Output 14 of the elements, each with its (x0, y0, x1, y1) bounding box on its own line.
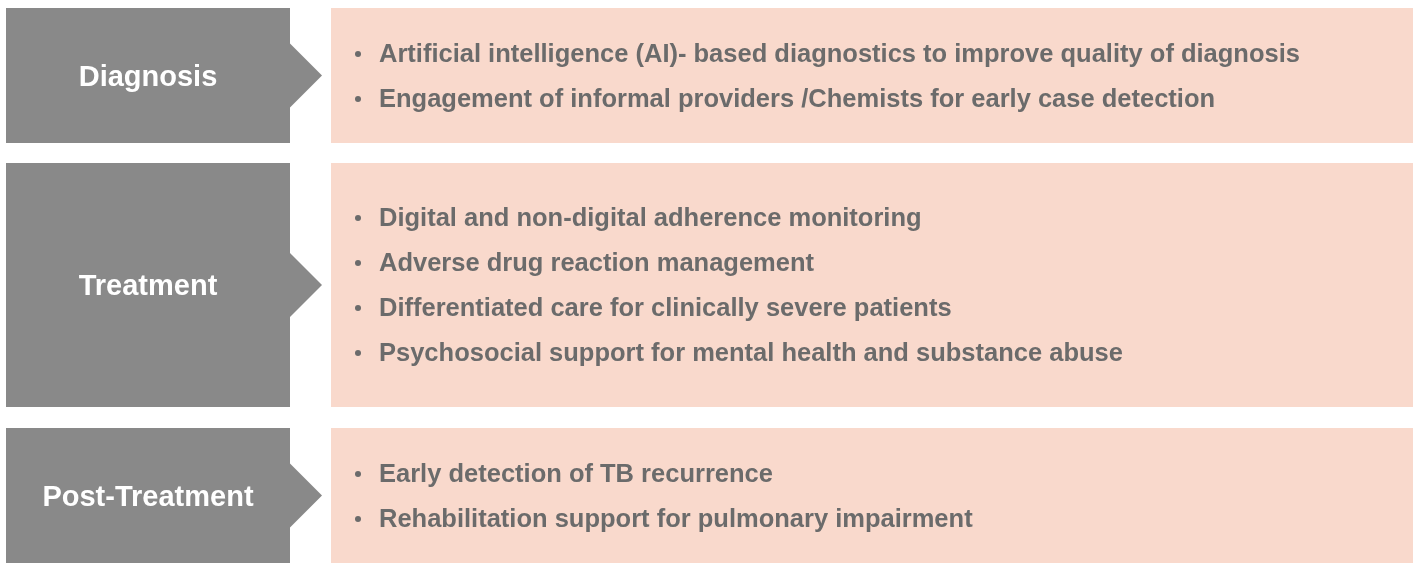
bullet-item: Digital and non-digital adherence monitoring (355, 195, 922, 240)
bullet-item: Psychosocial support for mental health and substance abuse (355, 330, 1123, 375)
stage-label: Diagnosis (77, 59, 219, 92)
content-panel (331, 163, 1413, 407)
bullet-item: Adverse drug reaction management (355, 240, 815, 285)
stage-label: Post-Treatment (41, 479, 255, 512)
stage-label: Treatment (77, 268, 219, 302)
content-panel (331, 428, 1413, 563)
content-panel (331, 8, 1413, 143)
bullet-item: Early detection of TB recurrence (355, 450, 773, 496)
bullet-item: Engagement of informal providers /Chemists for early case detection (355, 75, 1216, 121)
bullet-item: Rehabilitation support for pulmonary impairment (355, 495, 973, 541)
bullet-item: Artificial intelligence (AI)- based diagnostics to improve quality of diagnosis (355, 30, 1300, 76)
bullet-item: Differentiated care for clinically severe patients (355, 285, 952, 330)
